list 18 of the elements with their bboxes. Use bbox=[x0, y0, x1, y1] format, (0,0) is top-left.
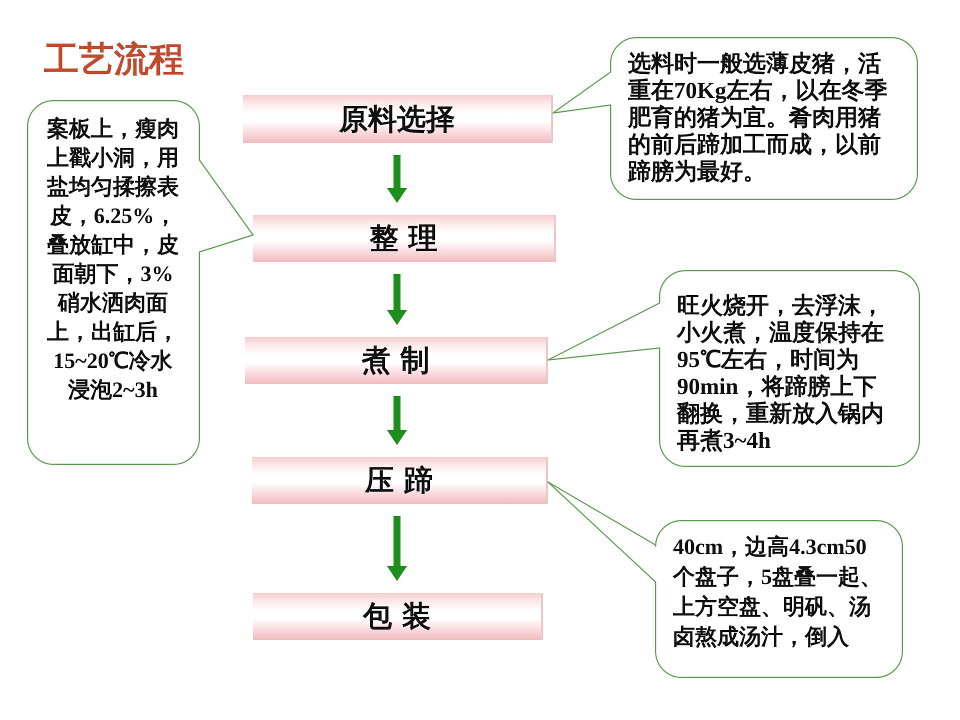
callout-pointer bbox=[547, 302, 660, 361]
callout-box: 40cm，边高4.3cm50个盘子，5盘叠一起、上方空盘、明矾、汤卤熬成汤汁，倒入 bbox=[655, 520, 903, 678]
callout-box: 旺火烧开，去浮沫，小火煮，温度保持在95℃左右，时间为90min，将蹄膀上下翻换，重新放入锅内再煮3~4h bbox=[659, 270, 920, 467]
arrow bbox=[387, 155, 407, 203]
process-box: 包 装 bbox=[253, 593, 543, 640]
arrow bbox=[387, 516, 407, 581]
process-box: 整 理 bbox=[253, 215, 556, 262]
process-box: 压 蹄 bbox=[252, 457, 548, 504]
callout-box: 选料时一般选薄皮猪，活重在70Kg左右，以在冬季肥育的猪为宜。肴肉用猪的前后蹄加工而成，以前蹄膀为最好。 bbox=[610, 37, 918, 200]
process-box: 煮 制 bbox=[245, 337, 548, 384]
process-box: 原料选择 bbox=[243, 95, 553, 143]
arrow bbox=[387, 274, 407, 325]
callout-box: 案板上，瘦肉上戳小洞，用盐均匀揉擦表皮，6.25%，叠放缸中，皮面朝下，3%硝水洒肉面上，出缸后，15~20℃冷水浸泡2~3h bbox=[27, 100, 200, 465]
callout-pointer bbox=[547, 481, 656, 583]
arrow bbox=[387, 396, 407, 445]
callout-pointer bbox=[198, 159, 254, 253]
callout-pointer bbox=[552, 71, 612, 114]
title: 工艺流程 bbox=[44, 39, 184, 82]
